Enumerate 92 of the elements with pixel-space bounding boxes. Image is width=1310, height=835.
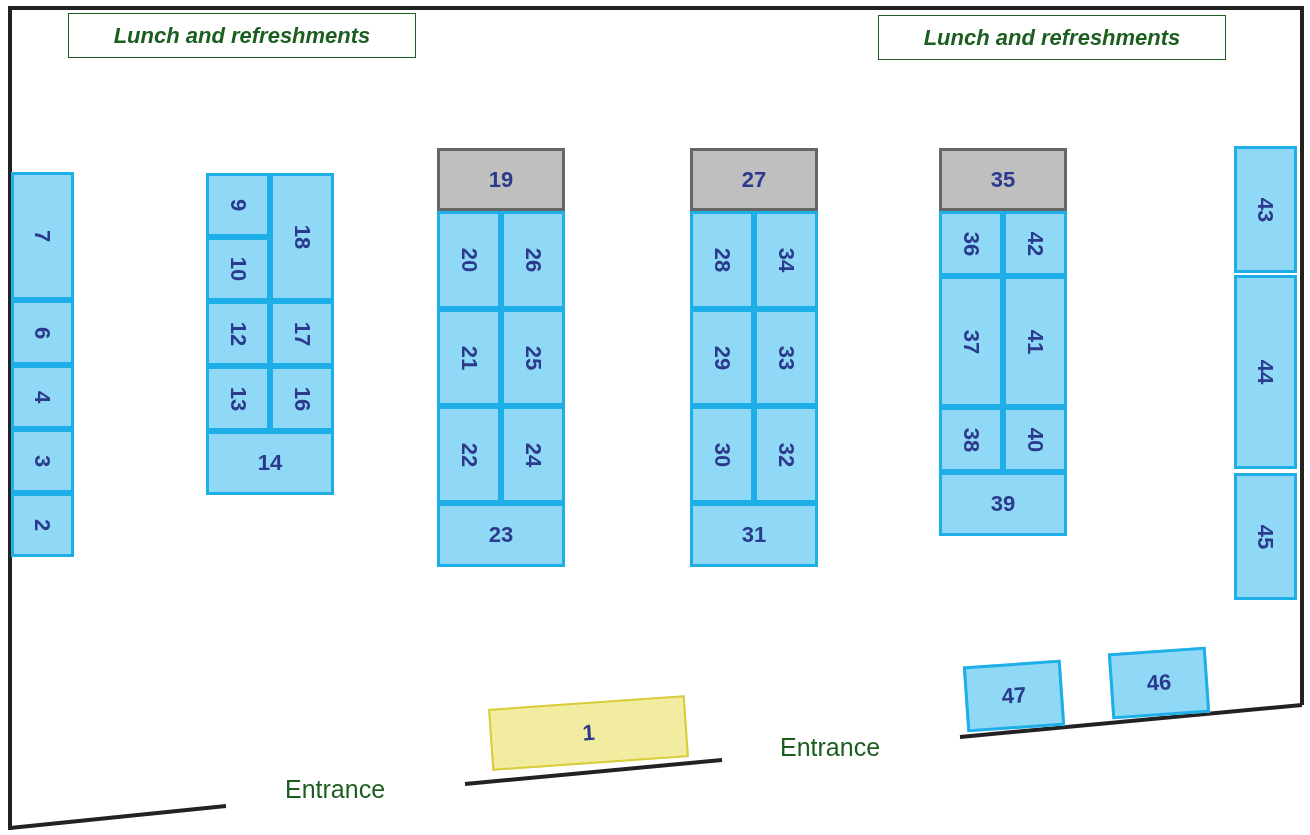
booth-number: 44: [1254, 359, 1277, 385]
area-label: Lunch and refreshments: [113, 22, 371, 49]
booth-box: [939, 276, 1003, 407]
booth-box: [270, 366, 334, 431]
booth-box: [437, 503, 565, 567]
booth-box: [939, 148, 1067, 211]
booth-number: 27: [741, 168, 767, 191]
booth-number: 42: [1024, 231, 1046, 256]
booth-number: 12: [227, 321, 249, 346]
booth-box: [11, 429, 74, 493]
booth-number: 20: [458, 247, 480, 273]
booth-box: [206, 301, 270, 366]
booth-number: 24: [522, 442, 544, 467]
booth-box: [1234, 275, 1297, 469]
booth-box: [1107, 646, 1211, 720]
sign-box: [878, 15, 1226, 60]
booth-box: [1003, 211, 1067, 276]
booth-box: [206, 173, 270, 237]
booth-number: 14: [257, 452, 283, 474]
booth-box: [501, 406, 565, 503]
booth-number: 9: [227, 198, 249, 212]
booth-number: 19: [488, 168, 514, 191]
booth-number: 3: [31, 454, 54, 468]
booth-box: [270, 173, 334, 301]
entrance-label: Entrance: [285, 775, 386, 804]
booth-number: 16: [291, 386, 313, 411]
booth-box: [754, 211, 818, 309]
booth-box: [962, 659, 1066, 733]
booth-number: 30: [711, 442, 733, 467]
booth-number: 1: [581, 721, 596, 745]
booth-box: [501, 211, 565, 309]
booth-box: [11, 300, 74, 365]
booth-box: [437, 148, 565, 211]
booth-box: [1234, 473, 1297, 600]
entrance-label: Entrance: [780, 733, 881, 762]
sign-box: [68, 13, 416, 58]
booth-box: [690, 148, 818, 211]
booth-box: [437, 406, 501, 503]
booth-box: [690, 309, 754, 406]
booth-box: [690, 406, 754, 503]
booth-box: [11, 493, 74, 557]
booth-number: 25: [522, 345, 544, 370]
booth-number: 38: [960, 427, 982, 452]
booth-number: 33: [775, 345, 797, 370]
booth-box: [754, 309, 818, 406]
booth-box: [939, 472, 1067, 536]
booth-number: 28: [711, 247, 733, 273]
booth-number: 26: [522, 247, 544, 273]
booth-number: 39: [990, 493, 1016, 515]
booth-box: [939, 211, 1003, 276]
booth-box: [501, 309, 565, 406]
booth-number: 2: [31, 518, 54, 532]
booth-number: 21: [458, 345, 480, 370]
area-label: Lunch and refreshments: [923, 24, 1181, 51]
booth-number: 37: [960, 329, 982, 354]
booth-number: 29: [711, 345, 733, 370]
booth-box: [939, 407, 1003, 472]
booth-number: 4: [31, 390, 54, 404]
booth-box: [206, 366, 270, 431]
booth-box: [206, 237, 270, 301]
booth-box: [437, 211, 501, 309]
booth-box: [690, 503, 818, 567]
booth-number: 47: [1001, 684, 1027, 708]
booth-box: [754, 406, 818, 503]
booth-number: 23: [488, 524, 514, 546]
booth-number: 32: [775, 442, 797, 467]
booth-number: 17: [291, 321, 313, 346]
booth-number: 6: [31, 326, 54, 339]
booth-number: 40: [1024, 427, 1046, 452]
booth-number: 22: [458, 442, 480, 467]
booth-box: [488, 695, 689, 771]
booth-box: [206, 431, 334, 495]
booth-number: 13: [227, 386, 249, 411]
booth-box: [270, 301, 334, 366]
booth-box: [690, 211, 754, 309]
booth-box: [437, 309, 501, 406]
booth-box: [11, 172, 74, 300]
booth-box: [1003, 276, 1067, 407]
booth-number: 7: [31, 229, 54, 243]
booth-number: 46: [1146, 671, 1172, 695]
booth-number: 35: [990, 168, 1016, 191]
booth-number: 45: [1254, 524, 1277, 549]
booth-number: 41: [1024, 329, 1046, 354]
booth-number: 36: [960, 231, 982, 256]
booth-box: [11, 365, 74, 429]
booth-number: 10: [227, 256, 249, 282]
booth-box: [1234, 146, 1297, 273]
booth-box: [1003, 407, 1067, 472]
booth-number: 31: [741, 524, 767, 546]
booth-number: 18: [291, 224, 313, 250]
booth-number: 43: [1254, 197, 1277, 222]
booth-number: 34: [775, 247, 797, 273]
